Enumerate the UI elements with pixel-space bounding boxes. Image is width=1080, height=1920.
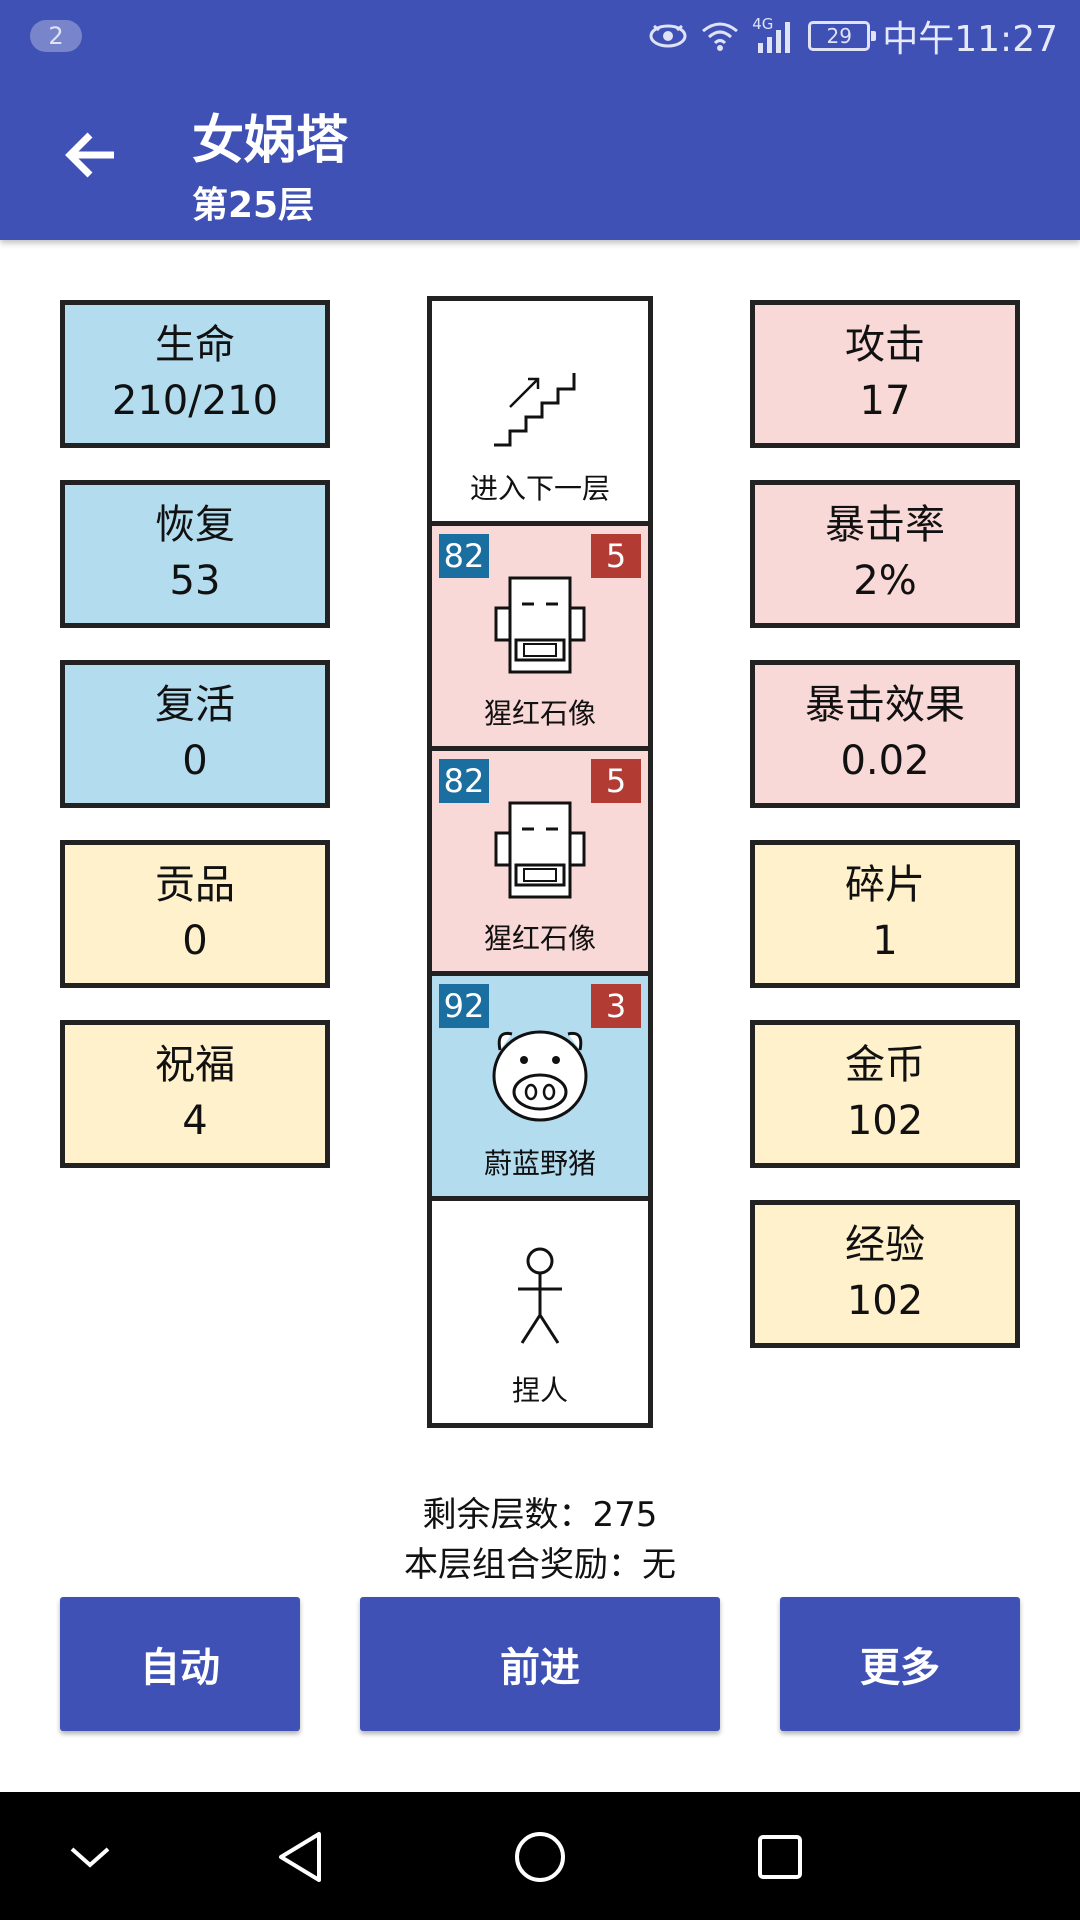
enemy-level-badge: 92 [439,984,489,1028]
boar-icon [490,1020,590,1130]
tower-cell-next-floor[interactable]: 进入下一层 [432,301,648,521]
stat-experience: 经验 102 [750,1200,1020,1348]
stat-value: 102 [846,1098,924,1144]
floor-reward-text: 本层组合奖励：无 [404,1545,676,1585]
tower-cell-enemy[interactable]: 82 5 猩红石像 [432,526,648,746]
back-button[interactable] [56,122,126,192]
stat-crit-rate: 暴击率 2% [750,480,1020,628]
more-button[interactable]: 更多 [780,1597,1020,1731]
status-bar: 2 4G 29 中午11:27 [0,0,1080,72]
recents-square-icon[interactable] [745,1822,815,1892]
stat-label: 恢复 [155,502,235,548]
tower-cell-character[interactable]: 捏人 [432,1201,648,1423]
status-icons: 4G 29 中午11:27 [648,14,1058,60]
eye-icon [648,21,688,51]
tower-column: 进入下一层 82 5 猩红石像 82 5 [427,296,653,1428]
app-bar: 2 4G 29 中午11:27 女娲塔 第25层 [0,0,1080,240]
cell-label: 猩红石像 [483,922,596,955]
enemy-level-badge: 82 [439,534,489,578]
floor-subtitle: 第25层 [192,185,315,226]
cell-label: 进入下一层 [469,472,610,505]
stat-label: 复活 [155,682,235,728]
stat-label: 贡品 [155,862,235,908]
page-title: 女娲塔 [192,111,349,171]
tower-cell-enemy[interactable]: 92 3 蔚蓝野猪 [432,976,648,1196]
stat-value: 0 [182,738,208,784]
stat-label: 暴击效果 [805,682,965,728]
chevron-down-icon[interactable] [55,1822,125,1892]
stat-label: 祝福 [155,1042,235,1088]
arrow-left-icon [64,131,118,183]
stone-statue-icon [490,795,590,905]
stat-revive: 复活 0 [60,660,330,808]
stat-value: 4 [182,1098,208,1144]
stat-fragments: 碎片 1 [750,840,1020,988]
network-type-label: 4G [752,15,774,33]
stat-value: 0.02 [840,738,930,784]
stat-value: 102 [846,1278,924,1324]
forward-button[interactable]: 前进 [360,1597,720,1731]
enemy-count-badge: 3 [591,984,641,1028]
stat-label: 经验 [845,1222,925,1268]
wifi-icon [700,19,740,53]
back-triangle-icon[interactable] [265,1822,335,1892]
stairs-icon [490,345,590,455]
stat-tribute: 贡品 0 [60,840,330,988]
stat-label: 暴击率 [825,502,945,548]
enemy-level-badge: 82 [439,759,489,803]
stat-value: 53 [169,558,221,604]
signal-icon: 4G [752,15,796,53]
battery-icon: 29 [808,21,877,51]
stat-crit-effect: 暴击效果 0.02 [750,660,1020,808]
cell-label: 蔚蓝野猪 [483,1147,596,1180]
tower-cell-enemy[interactable]: 82 5 猩红石像 [432,751,648,971]
stat-value: 1 [872,918,898,964]
stat-hp: 生命 210/210 [60,300,330,448]
remaining-floors-text: 剩余层数：275 [422,1495,658,1535]
stat-attack: 攻击 17 [750,300,1020,448]
enemy-count-badge: 5 [591,759,641,803]
stick-figure-icon [490,1245,590,1355]
stat-label: 攻击 [845,322,925,368]
home-circle-icon[interactable] [505,1822,575,1892]
stat-value: 210/210 [111,378,279,424]
auto-button[interactable]: 自动 [60,1597,300,1731]
clock: 中午11:27 [882,19,1058,60]
stone-statue-icon [490,570,590,680]
stat-label: 金币 [845,1042,925,1088]
cell-label: 猩红石像 [483,697,596,730]
stat-label: 生命 [155,322,235,368]
stat-value: 2% [853,558,917,604]
stat-gold: 金币 102 [750,1020,1020,1168]
notification-count-badge: 2 [30,20,82,52]
cell-label: 捏人 [511,1374,568,1407]
enemy-count-badge: 5 [591,534,641,578]
stat-blessing: 祝福 4 [60,1020,330,1168]
stat-recovery: 恢复 53 [60,480,330,628]
stat-value: 0 [182,918,208,964]
system-nav-bar [0,1792,1080,1920]
stat-label: 碎片 [845,862,925,908]
stat-value: 17 [859,378,911,424]
